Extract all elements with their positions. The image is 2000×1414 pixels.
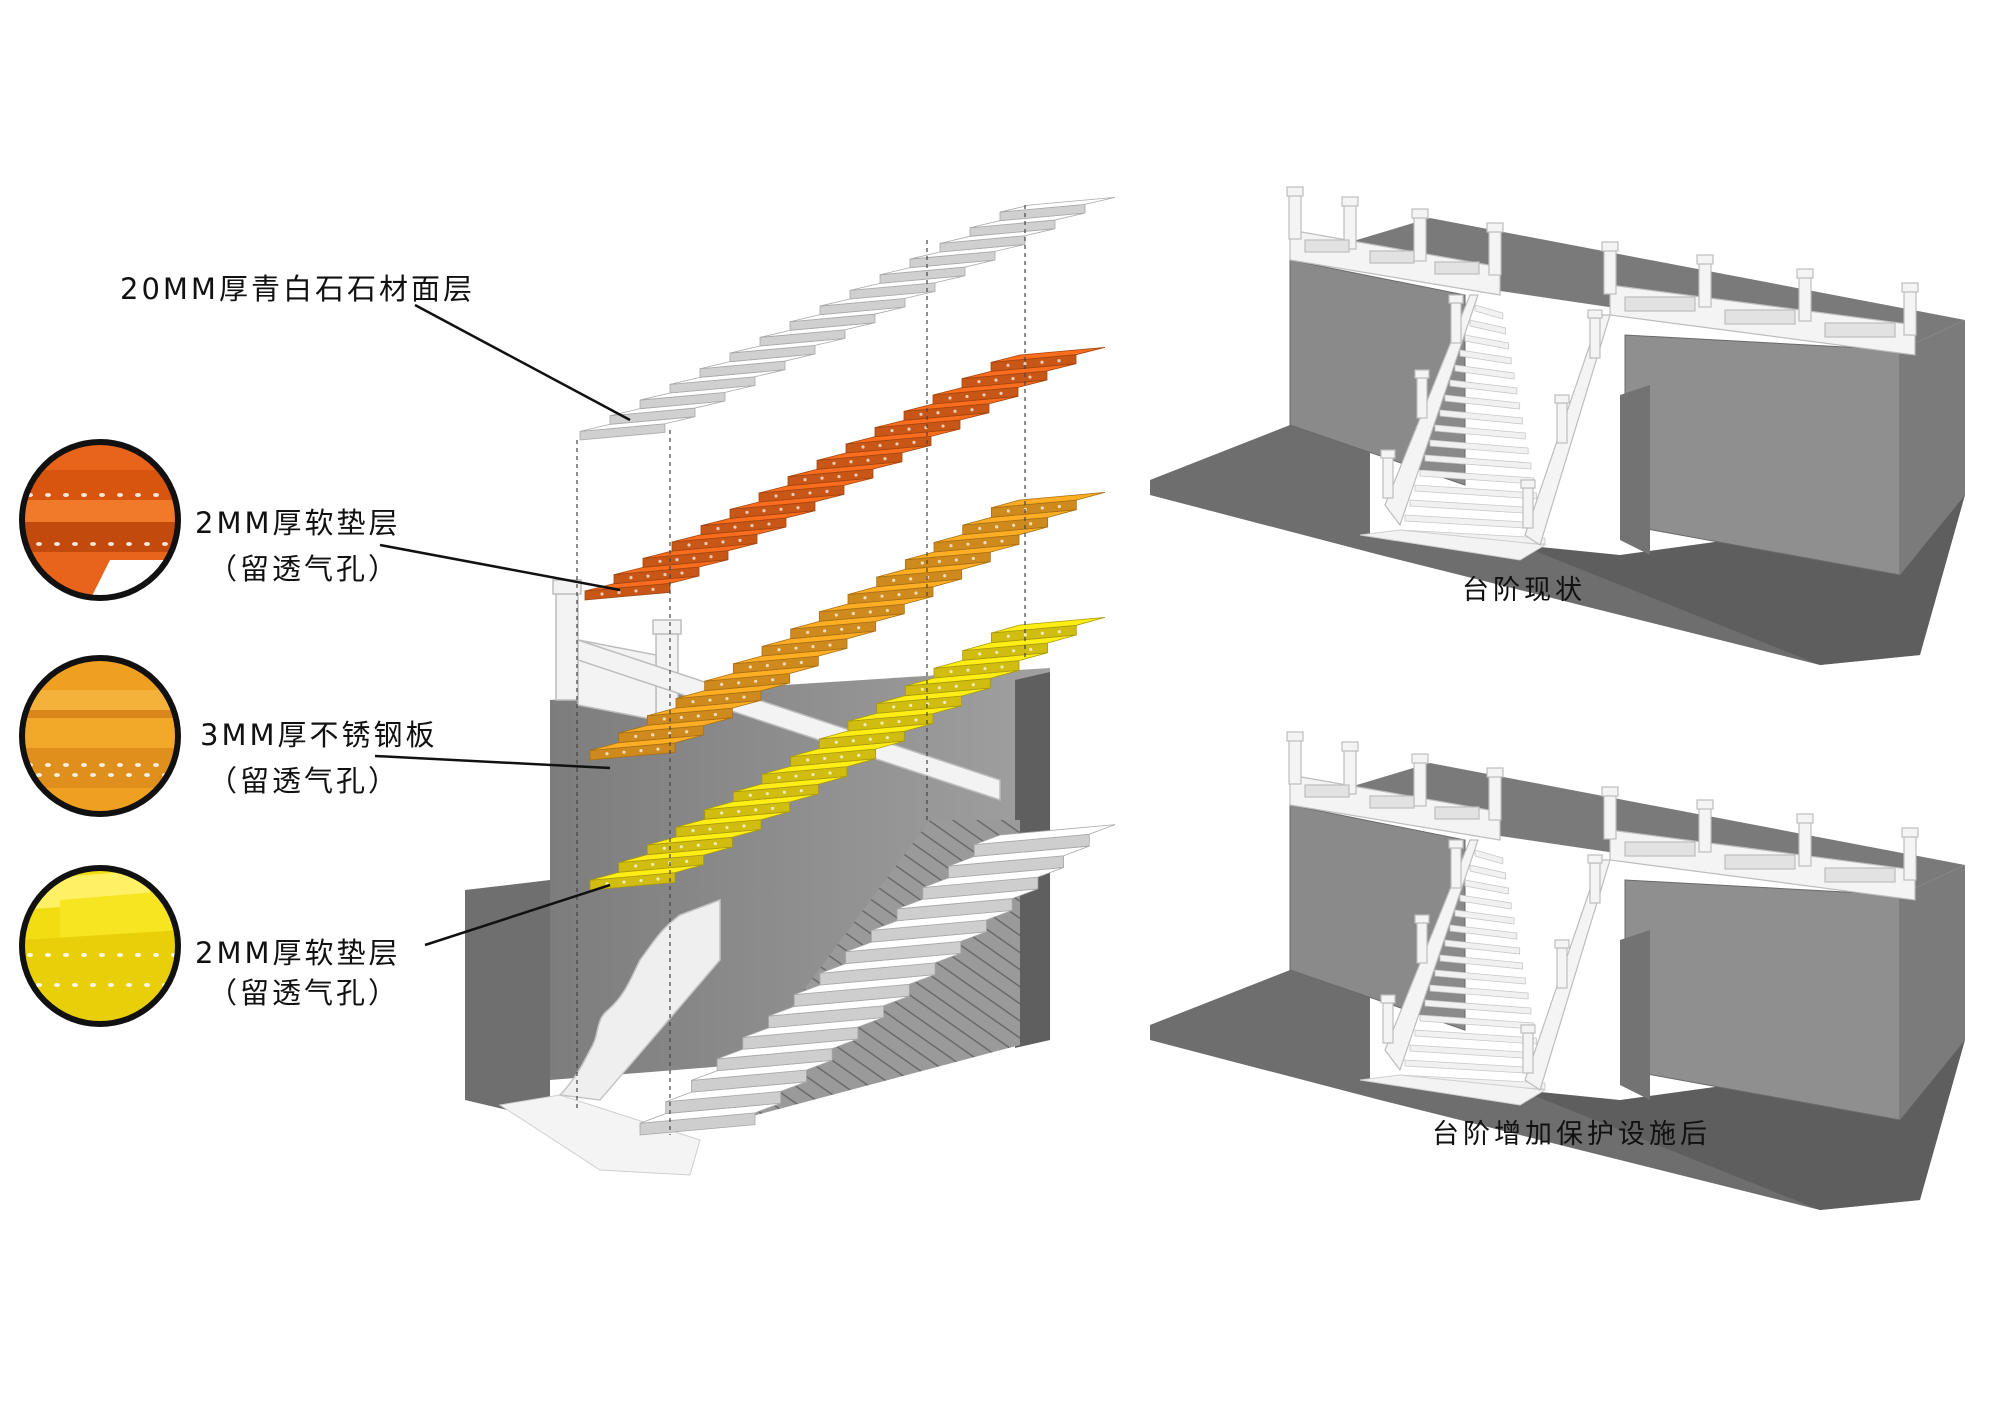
terrace-balustrade <box>1286 731 1919 901</box>
terrace-wall-right <box>1624 334 1901 576</box>
stone-stair-steps <box>639 824 1116 1136</box>
label-soft-pad-1-note: （留透气孔） <box>208 552 401 586</box>
floor-slab <box>498 1094 701 1176</box>
alignment-lines <box>576 205 1026 1135</box>
stone-stair <box>1359 304 1547 561</box>
terrace-wall-right <box>1624 879 1901 1121</box>
layer-stone-facing <box>579 196 1116 441</box>
layer-soft-pad-2 <box>589 616 1106 891</box>
detail-circle-yellow <box>19 865 181 1027</box>
layer-soft-pad-1 <box>584 346 1106 601</box>
existing-stone-stair <box>639 824 1116 1136</box>
detail-circle-amber <box>19 655 181 817</box>
detail-circle-orange <box>19 439 181 601</box>
render-before <box>1150 186 1965 665</box>
stair-balustrades <box>1380 294 1611 546</box>
stair-parapet <box>558 898 721 1101</box>
layer-steel-plate <box>589 491 1106 761</box>
left-wall <box>465 880 550 1120</box>
label-steel-plate: 3MM厚不锈钢板 <box>200 718 438 752</box>
terrace-balustrade <box>1286 186 1919 356</box>
label-soft-pad-2-note: （留透气孔） <box>208 976 401 1010</box>
label-steel-plate-note: （留透气孔） <box>208 764 401 798</box>
stone-stair <box>1359 849 1547 1106</box>
label-stone-layer: 20MM厚青白石石材面层 <box>120 272 475 306</box>
label-soft-pad-2: 2MM厚软垫层 <box>195 936 401 970</box>
caption-before: 台阶现状 <box>1462 575 1586 606</box>
render-after <box>1150 731 1965 1210</box>
stone-balustrade <box>552 579 1001 802</box>
label-soft-pad-1: 2MM厚软垫层 <box>195 506 401 540</box>
leader-lines <box>374 303 631 947</box>
stair-balustrades <box>1380 839 1611 1091</box>
caption-after: 台阶增加保护设施后 <box>1432 1119 1711 1150</box>
exploded-stair-illustration <box>465 196 1116 1176</box>
